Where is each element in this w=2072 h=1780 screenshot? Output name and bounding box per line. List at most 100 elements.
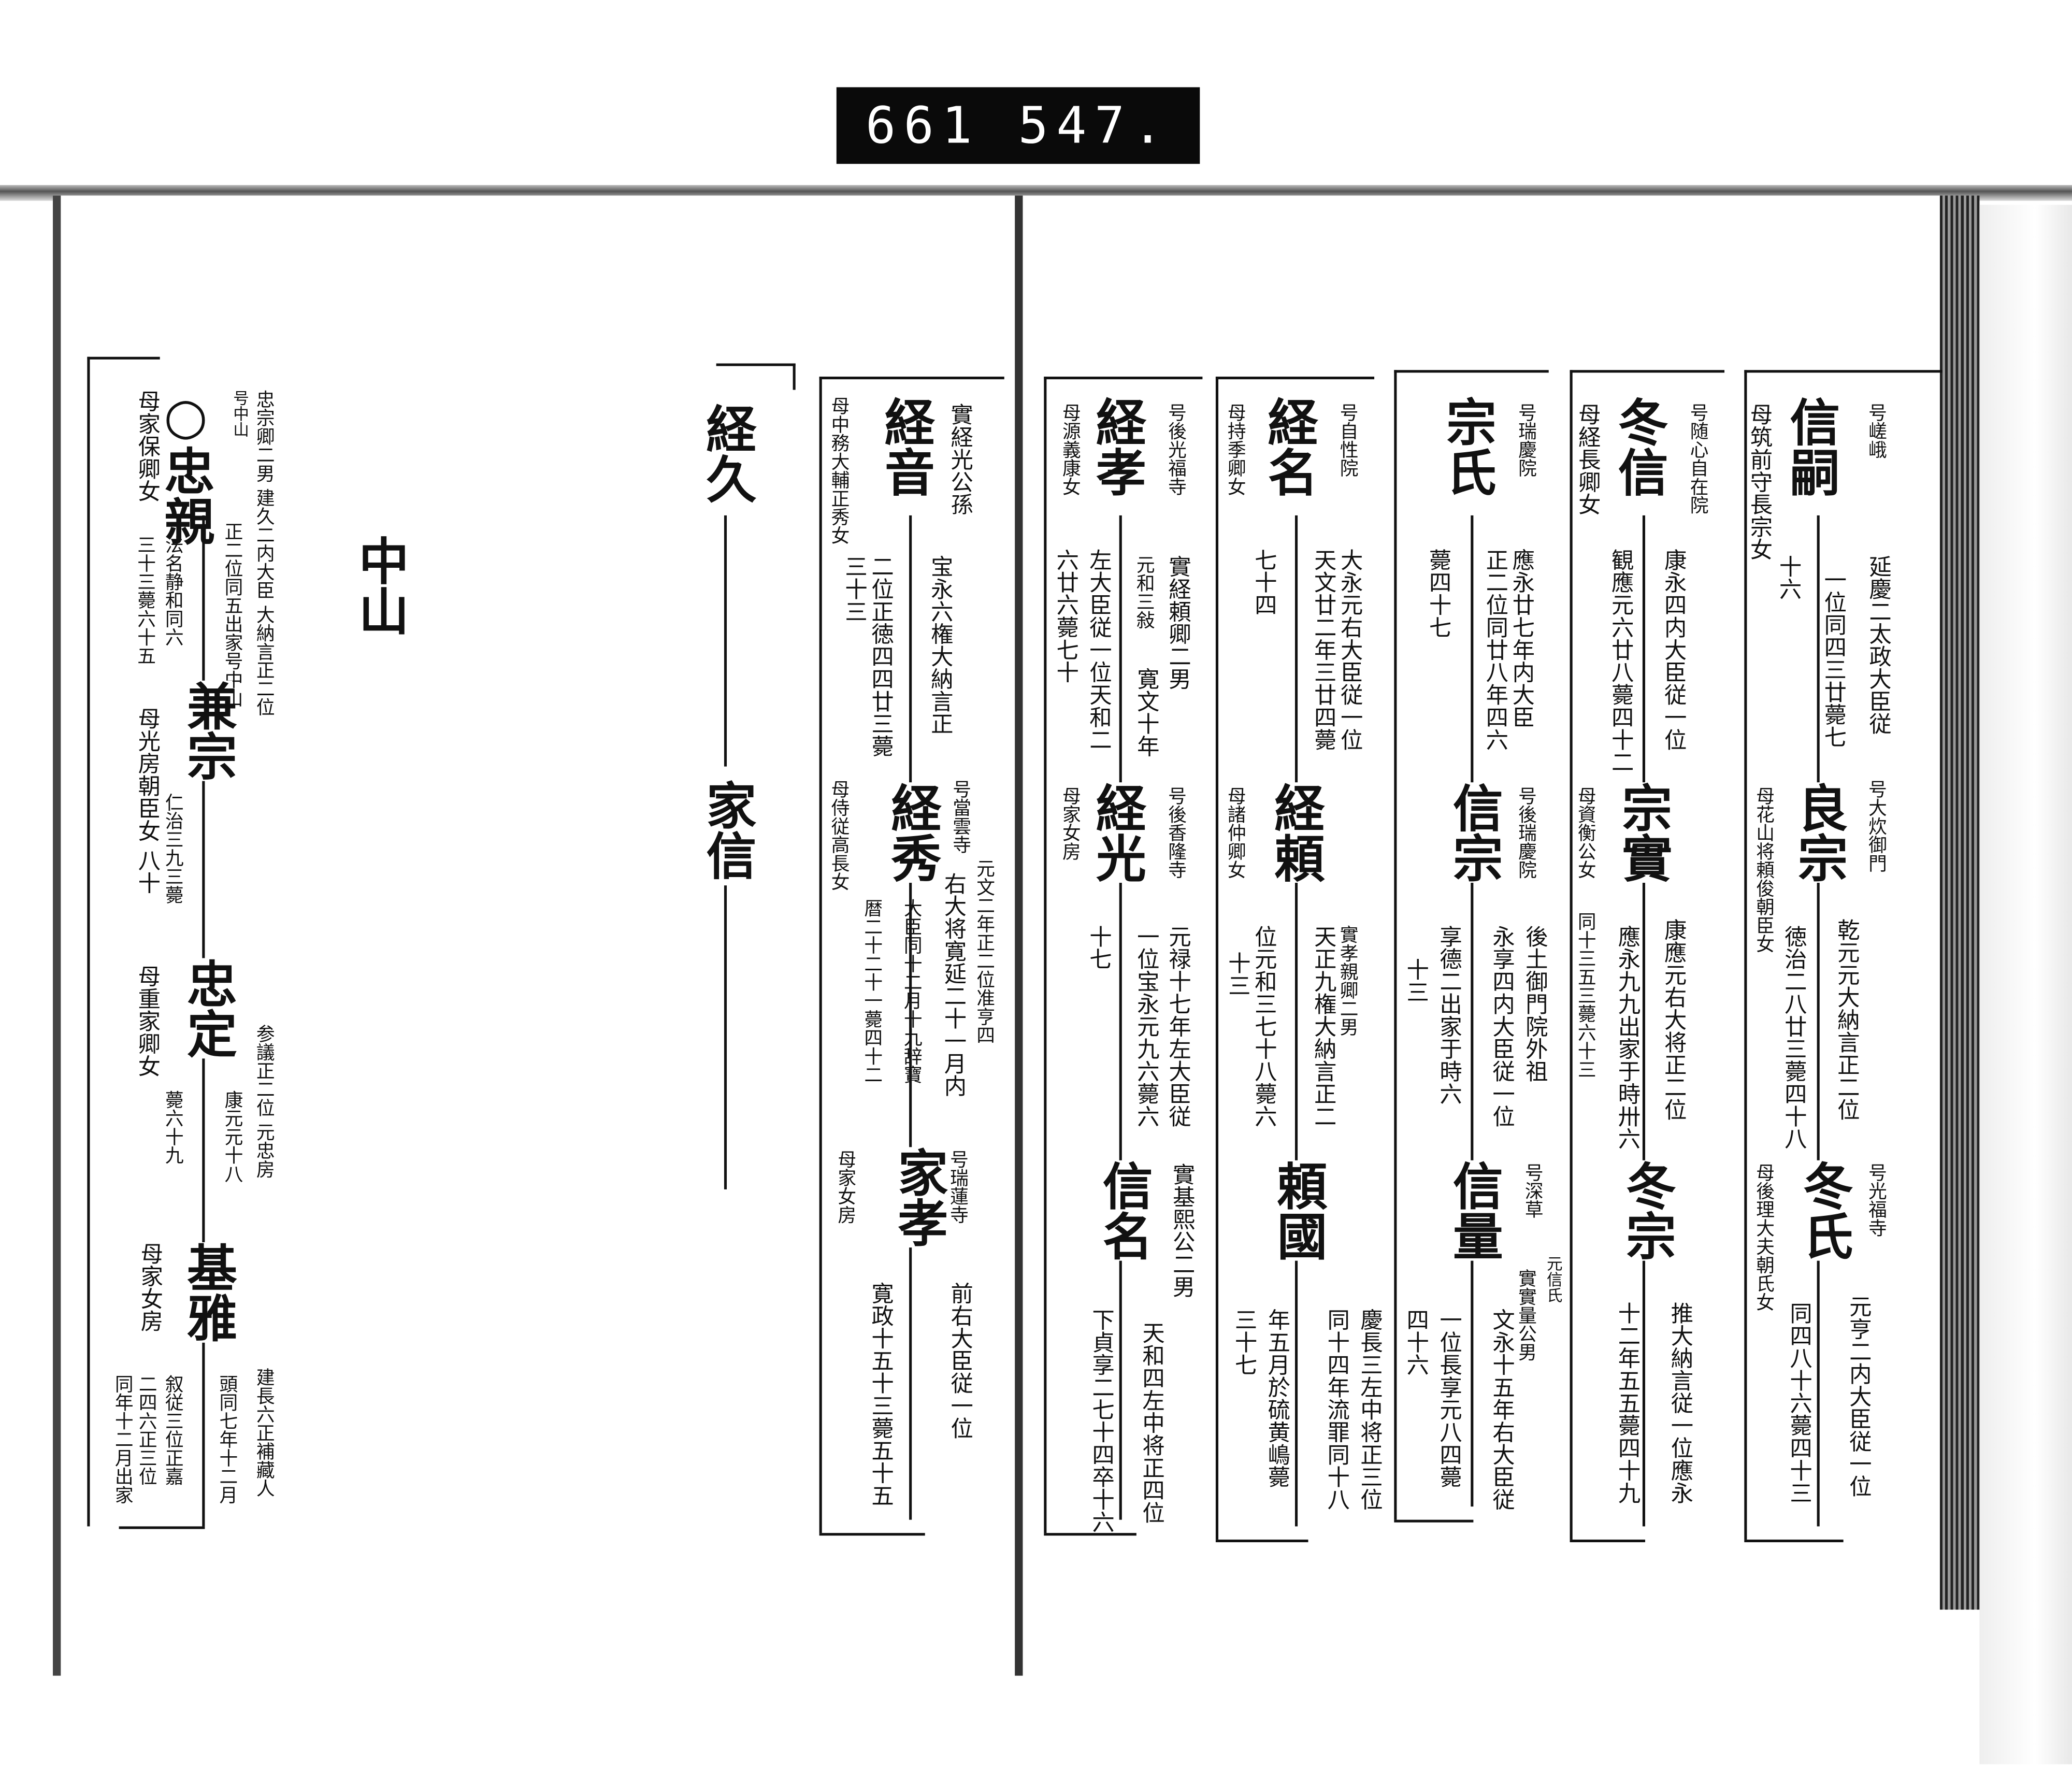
annotation: 宝永六権大納言正 bbox=[925, 555, 952, 735]
annotation: 天和四左中将正四位 bbox=[1137, 1322, 1164, 1524]
annotation: 建長六正補藏人 bbox=[253, 1368, 275, 1498]
person-name: 家孝 bbox=[889, 1147, 949, 1248]
annotation: 正二位同五出家号中山 bbox=[222, 522, 243, 707]
annotation: 寛政十五十三薨五十五 bbox=[866, 1282, 893, 1507]
annotation: 叙従三位正嘉 bbox=[162, 1374, 184, 1486]
annotation: 大臣同十二月十九辞寶 bbox=[901, 898, 923, 1084]
annotation: 仁治三九三薨 bbox=[162, 793, 184, 904]
group-bracket-line bbox=[819, 377, 1004, 380]
annotation: 号瑞慶院 bbox=[1515, 403, 1537, 477]
annotation: 應永廿七年内大臣 bbox=[1507, 548, 1534, 728]
annotation: 右大将寛延二十一月内 bbox=[939, 872, 966, 1097]
annotation: 康元元十八 bbox=[222, 1090, 243, 1183]
annotation: 年五月於硫黄嶋薨 bbox=[1262, 1308, 1289, 1488]
annotation: 實實量公男 bbox=[1515, 1268, 1537, 1361]
annotation: 母家女房 bbox=[835, 1150, 857, 1224]
group-bracket-line bbox=[1394, 1519, 1474, 1523]
annotation: 永享四内大臣従一位 bbox=[1487, 925, 1514, 1128]
annotation: 十三 bbox=[1401, 958, 1428, 1003]
annotation: 後土御門院外祖 bbox=[1520, 925, 1547, 1083]
annotation: 六廿六薨七十 bbox=[1051, 548, 1078, 683]
lineage-line bbox=[1294, 515, 1298, 1527]
group-bracket-line bbox=[819, 377, 822, 1533]
annotation: 同十三五三薨六十三 bbox=[1575, 912, 1596, 1079]
annotation: 母源義康女 bbox=[1059, 403, 1081, 496]
person-name: 信量 bbox=[1444, 1160, 1504, 1261]
annotation: 号後光福寺 bbox=[1165, 403, 1187, 496]
annotation: 母家女房 bbox=[1059, 786, 1081, 860]
annotation: 前右大臣従一位 bbox=[945, 1282, 972, 1440]
annotation: 二四六正三位 bbox=[136, 1374, 157, 1486]
person-name: 良宗 bbox=[1789, 782, 1849, 883]
person-name: 経音 bbox=[876, 396, 936, 497]
annotation: 元和三敍 bbox=[1133, 555, 1155, 629]
annotation: 乾元元大納言正二位 bbox=[1832, 918, 1859, 1121]
annotation: 号後香隆寺 bbox=[1165, 786, 1187, 879]
annotation: 母光房朝臣女 八十 bbox=[133, 707, 160, 894]
annotation: 観應元六廿八薨四十二 bbox=[1606, 548, 1633, 773]
annotation: 推大納言従一位應永 bbox=[1665, 1301, 1692, 1504]
annotation: 母諸仲卿女 bbox=[1225, 786, 1246, 879]
annotation: 實孝親卿二男 bbox=[1337, 925, 1359, 1036]
annotation: 一位同四三廿薨七 bbox=[1819, 568, 1846, 748]
group-bracket-line bbox=[1215, 1539, 1308, 1543]
person-name: 経秀 bbox=[883, 782, 942, 883]
lineage-line bbox=[1471, 515, 1474, 1507]
annotation: 号嵯峨 bbox=[1866, 403, 1887, 459]
group-bracket-line bbox=[1744, 370, 1942, 373]
annotation: 康永四内大臣従一位 bbox=[1659, 548, 1686, 751]
annotation: 元亨二内大臣従一位 bbox=[1844, 1295, 1870, 1498]
person-name: ○忠親 bbox=[156, 385, 215, 546]
group-bracket-line bbox=[1570, 370, 1573, 1540]
bracket-line bbox=[87, 356, 90, 1527]
group-bracket-line bbox=[1570, 370, 1725, 373]
annotation: 母資衡公女 bbox=[1575, 786, 1596, 879]
group-bracket-line bbox=[1215, 377, 1219, 1540]
annotation: 号瑞蓮寺 bbox=[947, 1150, 969, 1224]
annotation: 天文廿二年三廿四薨 bbox=[1308, 548, 1335, 751]
annotation: 元禄十七年左大臣従 bbox=[1163, 925, 1190, 1128]
annotation: 十二年五五薨四十九 bbox=[1613, 1301, 1639, 1504]
annotation: 号深草 bbox=[1522, 1162, 1544, 1219]
annotation: 参議正二位 元忠房 bbox=[253, 1024, 275, 1179]
annotation: 暦二十二十一薨四十二 bbox=[861, 898, 883, 1084]
person-name: 冬宗 bbox=[1617, 1160, 1677, 1261]
group-bracket-line bbox=[1570, 1539, 1645, 1543]
annotation: 一位長享元八四薨 bbox=[1434, 1308, 1461, 1488]
person-name: 頼國 bbox=[1268, 1160, 1328, 1261]
annotation: 忠宗卿二男 建久二内大臣 大納言正二位 bbox=[253, 390, 275, 716]
annotation: 天正九権大納言正二 bbox=[1308, 925, 1335, 1128]
annotation: 母後理大夫朝氏女 bbox=[1753, 1162, 1775, 1311]
frame-number-label: 661 547. bbox=[836, 87, 1200, 164]
annotation: 号自性院 bbox=[1337, 403, 1359, 477]
group-bracket-line bbox=[1044, 1533, 1136, 1536]
person-name: 経孝 bbox=[1087, 396, 1147, 497]
group-bracket-line bbox=[1394, 370, 1549, 373]
group-bracket-line bbox=[1044, 377, 1203, 380]
annotation: 文永十五年右大臣従 bbox=[1487, 1308, 1514, 1511]
lineage-line bbox=[1642, 515, 1645, 1527]
annotation: 三十三薨六十五 bbox=[135, 535, 156, 665]
annotation: 實経光公孫 bbox=[945, 403, 972, 515]
annotation: 十七 bbox=[1084, 925, 1111, 970]
lineage-line bbox=[724, 885, 727, 1189]
lineage-line bbox=[724, 515, 727, 767]
annotation: 十六 bbox=[1774, 555, 1801, 600]
lineage-line bbox=[1817, 515, 1820, 1527]
group-bracket-line bbox=[1215, 377, 1375, 380]
annotation: 母侍従高長女 bbox=[828, 780, 850, 891]
annotation: 号後瑞慶院 bbox=[1515, 786, 1537, 879]
lineage-line bbox=[1119, 515, 1122, 1520]
person-name: 経久 bbox=[697, 403, 757, 504]
person-name: 信嗣 bbox=[1781, 396, 1841, 497]
annotation: 薨四十七 bbox=[1423, 548, 1450, 639]
person-name: 兼宗 bbox=[178, 680, 238, 781]
annotation: 号随心自在院 bbox=[1687, 403, 1709, 514]
bracket-line bbox=[119, 1526, 205, 1529]
person-name: 経頼 bbox=[1265, 782, 1326, 883]
annotation: 實基熙公二男 bbox=[1167, 1162, 1194, 1298]
annotation: 一位宝永元九六薨六 bbox=[1131, 925, 1158, 1128]
annotation: 母持季卿女 bbox=[1225, 403, 1246, 496]
person-name: 基雅 bbox=[178, 1242, 238, 1343]
